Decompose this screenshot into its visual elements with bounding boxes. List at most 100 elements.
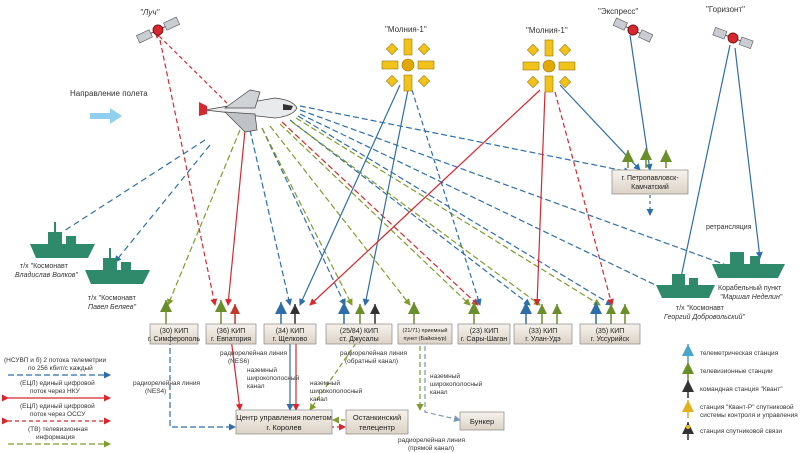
legend-icons: телеметрическая станция телевизионные ст… [682, 344, 798, 440]
link-shuttle-saryshagan-r [281, 121, 479, 306]
ship-belyaev-label-2: Павел Беляев" [88, 304, 136, 311]
link-shuttle-dobrovolsky [299, 113, 671, 293]
annotation-ground-a-3: канал [247, 383, 265, 390]
satellite-molniya-1b: "Молния-1" [522, 26, 576, 93]
station-simferopol: (30) КИП г. Симферополь [148, 300, 200, 345]
station-dzhusaly-label-2: ст. Джусалы [339, 336, 378, 343]
station-kamchatka-label-2: Камчатский [631, 183, 669, 191]
legend-satcom-station: станция спутниковой связи [700, 427, 782, 435]
ship-belyaev: т/х "Космонавт Павел Беляев" [85, 248, 150, 311]
satcom-station-icon [682, 422, 694, 440]
satellite-express: "Экспресс" [598, 7, 654, 43]
annotation-ground-b-1: наземный [310, 379, 340, 387]
link-shuttle-baikonur [269, 125, 411, 306]
ship-dobrovolsky: т/х "Космонавт Георгий Добровольский" [656, 274, 745, 321]
ship-belyaev-label-1: т/х "Космонавт [88, 295, 137, 302]
legend-up-2: поток через НКУ [30, 388, 81, 395]
ship-volkov: т/х "Космонавт Владислав Волков" [15, 222, 95, 279]
ship-dobrovolsky-label-2: Георгий Добровольский" [664, 313, 745, 321]
ship-volkov-label-1: т/х "Космонавт [20, 263, 69, 270]
station-ussuriysk-label-2: г. Уссурийск [591, 335, 630, 343]
ship-nedelin-label-2: "Маршал Неделин" [720, 293, 783, 301]
link-shuttle-dzhusaly [261, 127, 346, 306]
satellite-express-label: "Экспресс" [598, 7, 638, 16]
annotation-ground-b-3: канал [310, 396, 328, 403]
station-saryshagan: (23) КИП г. Сары-Шаган [457, 302, 511, 345]
link-shuttle-simferopol [167, 129, 241, 306]
legend-tv-1: (ТВ) телевизионная [28, 426, 88, 433]
station-baikonur-label-1: (21/71) приемный [403, 327, 448, 334]
station-saryshagan-label-2: г. Сары-Шаган [461, 336, 507, 343]
kvant-r-station-icon [682, 400, 694, 418]
link-shuttle-saryshagan [279, 123, 471, 306]
link-shuttle-shchelkovo [249, 129, 293, 306]
bunker-label: Бункер [470, 417, 494, 426]
connections [49, 31, 763, 431]
station-evpatoria-label-2: г. Евпатория [211, 336, 251, 343]
satellite-horizont: "Горизонт" [706, 5, 754, 49]
station-ussuriysk-label-1: (35) КИП [596, 328, 625, 335]
annotation-radio-back-1: радиорелейная линия [340, 349, 407, 357]
link-horizont-nedelin [734, 47, 763, 259]
legend-lines: (НСУВП и б) 2 потока телеметрии по 256 к… [2, 356, 111, 448]
station-dzhusaly-label-1: (25/84) КИП [340, 328, 378, 335]
satellite-molniya-1b-label: "Молния-1" [526, 26, 568, 35]
bunker: Бункер [459, 411, 505, 431]
link-molniya2-simf [309, 89, 541, 306]
station-simferopol-label-2: г. Симферополь [148, 336, 200, 343]
annotation-radio-nes4-2: (NES4) [145, 388, 166, 395]
annotation-ground-a-1: наземный [247, 366, 277, 374]
annotation-radio-back-2: (обратный канал) [345, 357, 398, 365]
link-shuttle-ussuriysk-b [297, 115, 613, 306]
link-shuttle-ussuriysk [295, 117, 601, 306]
ship-nedelin-label-1: Корабельный пункт [718, 284, 782, 292]
link-molniya2-ussuriysk [554, 91, 614, 306]
ostankino-tv-center: Останкинский телецентр [345, 409, 409, 435]
link-shuttle-kamchatka [299, 105, 631, 175]
tv-station-icon [682, 362, 694, 380]
legend-ocsu-2: поток через ОССУ [30, 411, 86, 418]
legend-kvant-station: командная станция "Квант" [700, 386, 783, 393]
link-molniya-sarysh [411, 89, 482, 306]
station-ulanude-label-1: (33) КИП [529, 328, 558, 335]
legend-telemetry-2: по 256 кбит/с каждый [28, 364, 93, 372]
kvant-station-icon [682, 380, 694, 398]
link-shuttle-nedelin [299, 109, 741, 272]
link-shuttle-ship-belyaev [114, 144, 211, 263]
flight-direction: Направление полета [70, 89, 148, 124]
link-shuttle-ship-volkov [49, 139, 206, 241]
legend-kvantr-2: системы контроля и управления [700, 412, 798, 419]
station-simferopol-label-1: (30) КИП [160, 328, 189, 335]
link-shuttle-ulanude-g [291, 121, 541, 306]
legend-telemetry-1: (НСУВП и б) 2 потока телеметрии [4, 356, 107, 364]
station-shchelkovo: (34) КИП г. Щелково [263, 302, 317, 345]
link-shuttle-evpatoria [225, 129, 246, 306]
satellite-luch-label: "Луч" [140, 8, 160, 17]
legend-tv-station: телевизионные станции [700, 368, 773, 375]
mission-control-center: Центр управления полетом г. Королев [235, 409, 333, 435]
station-baikonur: (21/71) приемный пункт (Байконур) [397, 302, 453, 345]
station-evpatoria: (36) КИП г. Евпатория [205, 300, 257, 345]
legend-kvantr-1: станция "Квант-Р" спутниковой [700, 403, 794, 411]
link-molniya2-ulanude [533, 91, 546, 306]
shuttle-icon [199, 89, 298, 133]
annotation-radio-fwd-2: (прямой канал) [408, 444, 454, 452]
satellite-luch: "Луч" [135, 8, 181, 44]
satellite-molniya-1a: "Молния-1" [381, 25, 435, 92]
station-ulanude: (33) КИП г. Улан-Удэ [513, 302, 573, 345]
satellite-horizont-label: "Горизонт" [706, 5, 745, 14]
annotation-radio-nes6-2: (NES6) [228, 358, 249, 365]
mcc-label-1: Центр управления полетом [236, 413, 332, 422]
legend-telemetry-station: телеметрическая станция [700, 350, 779, 357]
ship-volkov-label-2: Владислав Волков" [15, 271, 78, 279]
link-shuttle-ulanude [289, 119, 531, 306]
annotation-ground-a-2: широкополосный [247, 374, 300, 382]
annotation-ground-c-2: широкополосный [430, 380, 483, 388]
telemetry-station-icon [682, 344, 694, 362]
station-evpatoria-label-1: (36) КИП [217, 328, 246, 335]
mcc-label-2: г. Королев [266, 423, 301, 432]
annotation-radio-fwd-1: радиорелейная линия [398, 436, 465, 444]
satellite-molniya-1a-label: "Молния-1" [385, 25, 427, 34]
annotation-radio-nes4-1: радиорелейная линия [133, 379, 200, 387]
